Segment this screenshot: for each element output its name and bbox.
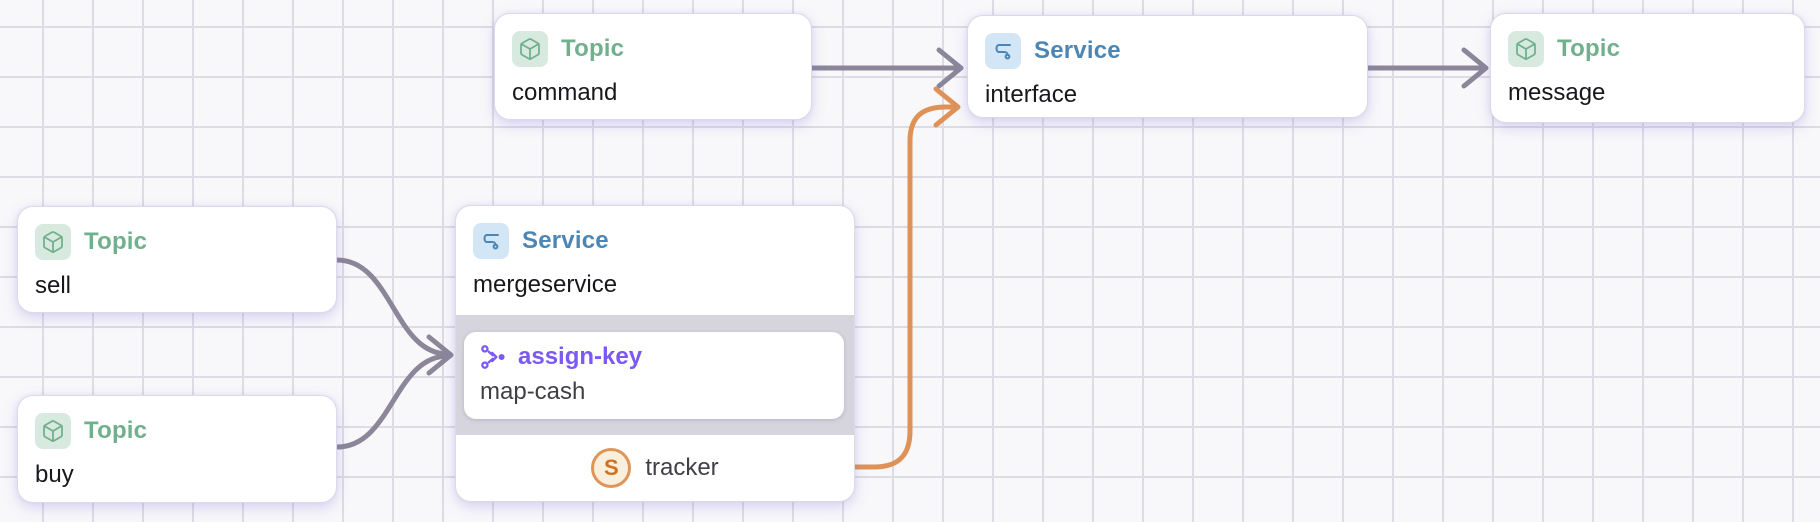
processor-band: assign-key map-cash bbox=[456, 315, 854, 435]
edge-interface-message[interactable] bbox=[1365, 47, 1489, 89]
node-name: buy bbox=[35, 461, 74, 488]
node-type-label: Topic bbox=[561, 35, 625, 62]
node-topic-sell[interactable]: Topic sell bbox=[17, 206, 337, 313]
tracker-badge-letter: S bbox=[603, 455, 619, 480]
processor-card-assign-key[interactable]: assign-key map-cash bbox=[464, 332, 844, 419]
node-topic-command[interactable]: Topic command bbox=[494, 13, 812, 120]
processor-name: map-cash bbox=[480, 378, 586, 405]
edge-tracker-interface[interactable] bbox=[852, 86, 961, 470]
processor-header: assign-key bbox=[480, 341, 830, 373]
topic-cube-icon bbox=[1508, 31, 1544, 67]
edge-sell-mergeservice[interactable] bbox=[334, 257, 451, 357]
node-service-interface[interactable]: Service interface bbox=[967, 15, 1368, 118]
tracker-name: tracker bbox=[645, 454, 719, 481]
node-name: interface bbox=[985, 81, 1078, 108]
node-type-label: Service bbox=[522, 227, 609, 254]
node-name: mergeservice bbox=[473, 271, 618, 298]
node-header: Service bbox=[968, 16, 1367, 69]
node-header: Topic bbox=[1491, 14, 1804, 67]
node-header: Topic bbox=[495, 14, 811, 67]
assign-key-icon bbox=[480, 343, 508, 371]
node-name: sell bbox=[35, 272, 72, 299]
processor-type-label: assign-key bbox=[518, 343, 643, 370]
node-type-label: Topic bbox=[1557, 35, 1621, 62]
edge-command-interface[interactable] bbox=[809, 47, 964, 89]
tracker-badge: S bbox=[591, 448, 632, 488]
node-type-label: Topic bbox=[84, 417, 148, 444]
node-type-label: Service bbox=[1034, 37, 1121, 64]
service-route-icon bbox=[985, 33, 1021, 69]
node-header: Topic bbox=[18, 207, 336, 260]
topic-cube-icon bbox=[512, 31, 548, 67]
service-route-icon bbox=[473, 223, 509, 259]
node-topic-message[interactable]: Topic message bbox=[1490, 13, 1805, 123]
node-service-mergeservice[interactable]: Service mergeservice assign-key map-cash… bbox=[455, 205, 855, 502]
node-type-label: Topic bbox=[84, 228, 148, 255]
node-name: command bbox=[512, 79, 618, 106]
node-topic-buy[interactable]: Topic buy bbox=[17, 395, 337, 503]
node-header: Service bbox=[456, 206, 854, 259]
topic-cube-icon bbox=[35, 224, 71, 260]
sink-row-tracker[interactable]: S tracker bbox=[456, 435, 854, 501]
topic-cube-icon bbox=[35, 413, 71, 449]
node-header: Topic bbox=[18, 396, 336, 449]
node-name: message bbox=[1508, 79, 1606, 106]
edge-buy-mergeservice[interactable] bbox=[334, 334, 454, 450]
